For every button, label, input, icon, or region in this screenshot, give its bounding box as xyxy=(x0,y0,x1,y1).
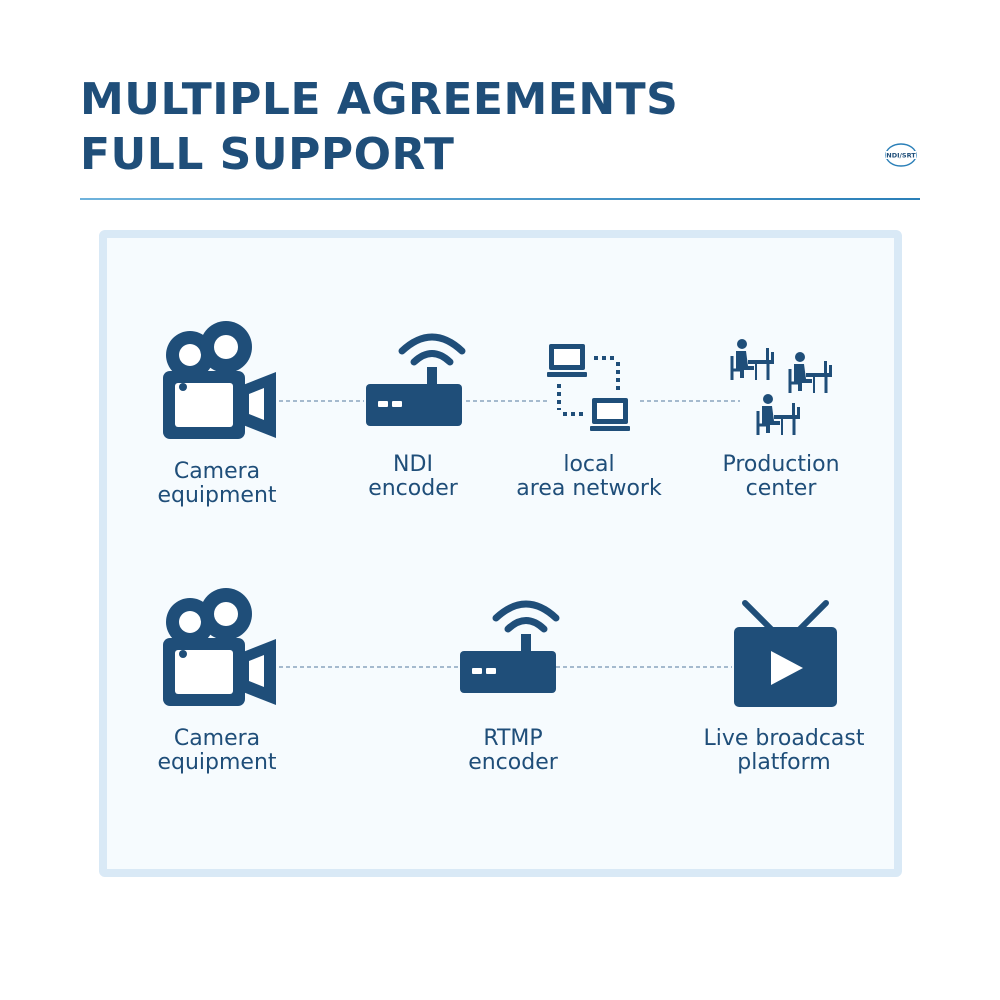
label-camera-equipment: Camera equipment xyxy=(157,726,277,775)
label-rtmp-encoder: RTMP encoder xyxy=(468,726,558,775)
network-computers-icon xyxy=(547,344,630,431)
label-live-broadcast-platform: Live broadcast platform xyxy=(703,726,865,775)
title-line-1: MULTIPLE AGREEMENTS xyxy=(80,74,679,125)
label-camera-equipment: Camera equipment xyxy=(157,459,277,508)
label-ndi-encoder: NDI encoder xyxy=(368,452,458,501)
people-at-desks-icon xyxy=(730,337,834,437)
video-camera-icon xyxy=(163,321,276,439)
label-local-area-network: local area network xyxy=(516,452,662,501)
video-camera-icon xyxy=(163,588,276,706)
title-line-2: FULL SUPPORT xyxy=(80,129,455,180)
label-production-center: Production center xyxy=(722,452,840,501)
page-title: MULTIPLE AGREEMENTS FULL SUPPORT xyxy=(80,72,678,182)
wifi-router-icon xyxy=(460,604,556,693)
title-divider xyxy=(80,198,920,200)
ndi-srt-logo-icon: NDI/SRT xyxy=(885,143,917,167)
wifi-router-icon xyxy=(366,337,462,426)
logo-text: NDI/SRT xyxy=(886,152,916,160)
tv-play-icon xyxy=(734,600,837,707)
